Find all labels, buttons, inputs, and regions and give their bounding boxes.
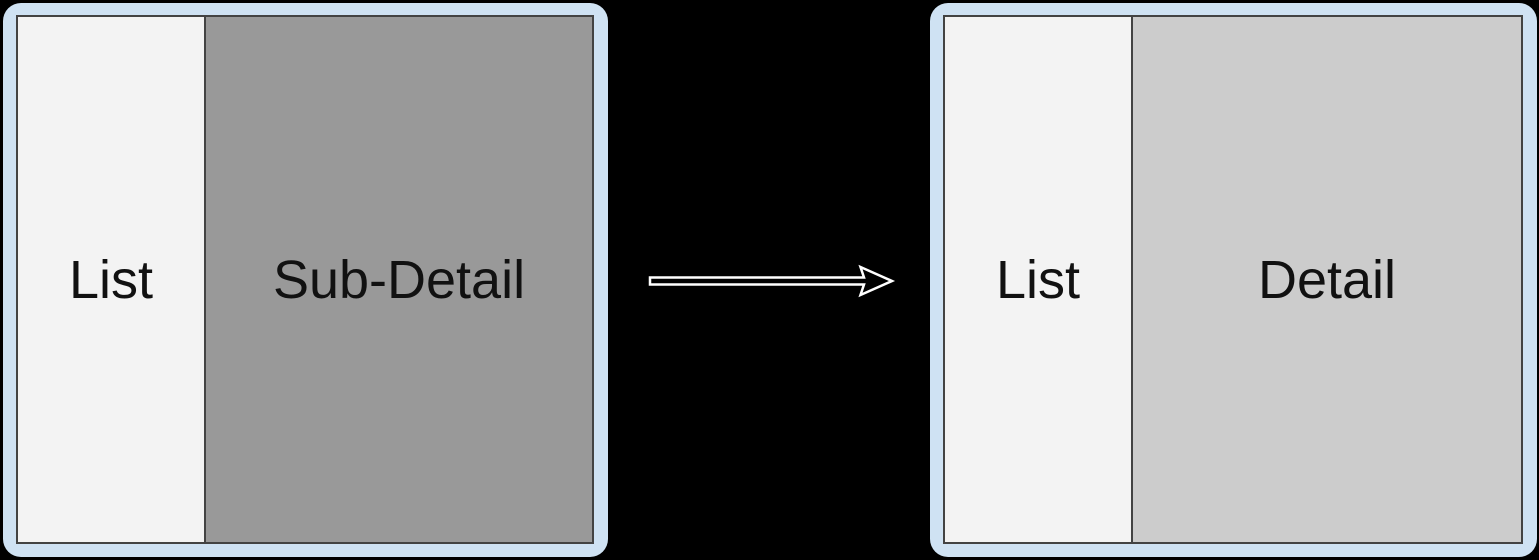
right-arrow-icon [648,264,896,298]
list-pane-after: List [945,17,1131,542]
list-pane-label: List [995,249,1081,310]
right-arrow-shape [648,264,896,298]
subdetail-pane: Sub-Detail [204,17,592,542]
screen-before: List Sub-Detail [16,15,594,544]
screen-after: List Detail [943,15,1523,544]
list-pane-label: List [68,249,154,310]
device-frame-before: List Sub-Detail [3,3,608,557]
detail-pane-label: Detail [1257,249,1397,310]
device-frame-after: List Detail [930,3,1537,557]
detail-pane: Detail [1131,17,1521,542]
subdetail-pane-label: Sub-Detail [272,249,526,310]
list-pane-before: List [18,17,204,542]
